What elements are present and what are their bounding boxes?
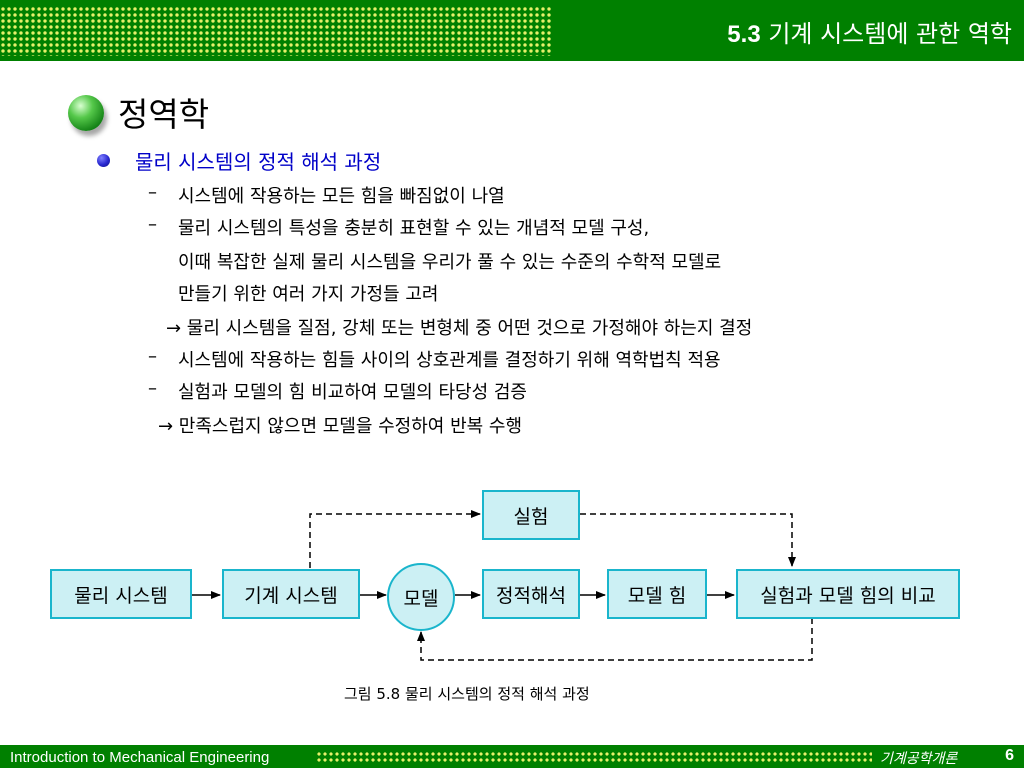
list-item: 실험과 모델의 힘 비교하여 모델의 타당성 검증: [178, 382, 527, 403]
dash-marker: –: [148, 378, 157, 399]
list-item: → 물리 시스템을 질점, 강체 또는 변형체 중 어떤 것으로 가정해야 하는…: [166, 318, 753, 339]
footer-bar: Introduction to Mechanical Engineering 기…: [0, 745, 1024, 768]
node-model-force: 모델 힘: [607, 569, 707, 619]
figure-caption: 그림 5.8 물리 시스템의 정적 해석 과정: [344, 685, 590, 703]
list-item: 시스템에 작용하는 힘들 사이의 상호관계를 결정하기 위해 역학법칙 적용: [178, 350, 721, 371]
node-experiment: 실험: [482, 490, 580, 540]
node-physical-system: 물리 시스템: [50, 569, 192, 619]
header-dot-pattern: [0, 6, 553, 56]
list-item: 물리 시스템의 특성을 충분히 표현할 수 있는 개념적 모델 구성,: [178, 218, 650, 239]
dash-marker: –: [148, 214, 157, 235]
node-static-analysis: 정적해석: [482, 569, 580, 619]
footer-course-title: Introduction to Mechanical Engineering: [10, 749, 270, 766]
dashed-feedback-arrow: [417, 618, 813, 661]
list-item: 이때 복잡한 실제 물리 시스템을 우리가 풀 수 있는 수준의 수학적 모델로: [178, 252, 722, 273]
node-model: 모델: [387, 563, 455, 631]
page-title: 정역학: [118, 95, 210, 134]
dash-marker: –: [148, 182, 157, 203]
list-item: 만들기 위한 여러 가지 가정들 고려: [178, 284, 439, 305]
section-number: 5.3: [727, 21, 761, 48]
footer-dot-pattern: [316, 751, 872, 763]
bullet-heading: 물리 시스템의 정적 해석 과정: [135, 150, 382, 174]
list-item: → 만족스럽지 않으면 모델을 수정하여 반복 수행: [158, 416, 523, 437]
slide-section-title: 5.3 기계 시스템에 관한 역학: [727, 14, 1012, 49]
list-item: 시스템에 작용하는 모든 힘을 빠짐없이 나열: [178, 186, 505, 207]
dash-marker: –: [148, 346, 157, 367]
section-title-text: 기계 시스템에 관한 역학: [768, 20, 1012, 48]
dashed-arrow-to-experiment: [309, 510, 481, 568]
footer-course-korean: 기계공학개론: [880, 751, 958, 767]
header-bar: 5.3 기계 시스템에 관한 역학: [0, 0, 1024, 61]
page-number: 6: [1005, 747, 1014, 764]
node-mechanical-system: 기계 시스템: [222, 569, 360, 619]
dashed-arrow-to-comparison: [580, 513, 796, 567]
node-comparison: 실험과 모델 힘의 비교: [736, 569, 960, 619]
blue-bullet-icon: [97, 154, 110, 167]
green-ball-icon: [68, 95, 104, 131]
